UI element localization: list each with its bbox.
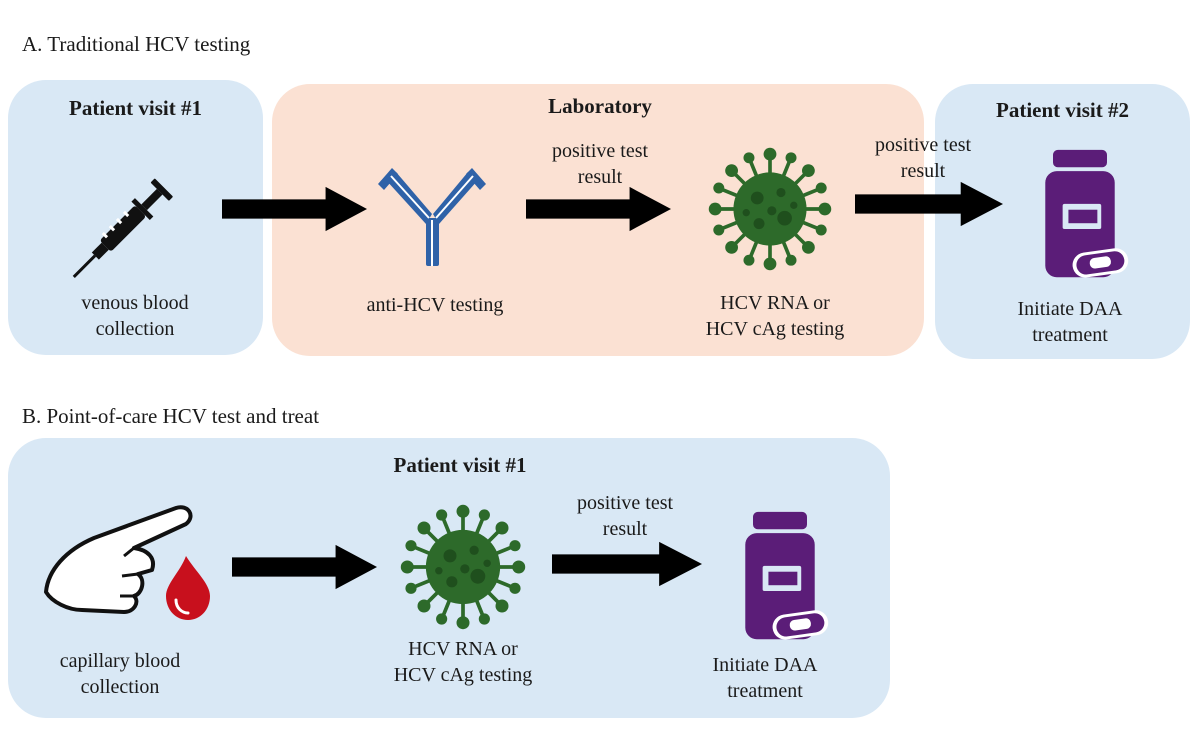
panel-laboratory [272,84,924,356]
capillary-blood-line-1: capillary blood [59,650,181,672]
rna-test-label-b-line-2: HCV cAg testing [393,664,533,686]
pill-bottle-icon [1045,149,1130,280]
poc-visit-title: Patient visit #1 [393,453,527,477]
venous-blood-line-1: venous blood [81,292,189,314]
rna-test-label-a-line-1: HCV RNA or [720,292,830,314]
virus-icon [706,145,834,273]
antibody-icon [378,168,486,266]
section-b-title: B. Point-of-care HCV test and treat [22,404,320,428]
lab-arrow-label-line-2: result [577,166,623,188]
capillary-blood-line-2: collection [80,676,160,698]
lab-arrow-label: positive test result [515,138,685,190]
arrow-rna-to-treatment-b [552,541,702,587]
arrow-rna-to-treatment [855,181,1003,227]
venous-blood-label: venous blood collection [30,290,240,342]
initiate-daa-label-b-line-2: treatment [727,680,803,702]
section-a-title: A. Traditional HCV testing [22,32,251,56]
pill-bottle-icon-b [745,511,830,642]
syringe-icon [72,178,173,278]
initiate-daa-label-a-line-1: Initiate DAA [1017,298,1123,320]
anti-hcv-label: anti-HCV testing [366,294,504,316]
initiate-daa-label-b-line-1: Initiate DAA [712,654,818,676]
arrow-capillary-to-rna [232,544,377,590]
arrow-antibody-to-rna [526,186,671,232]
initiate-daa-label-b: Initiate DAA treatment [670,652,860,704]
laboratory-title: Laboratory [548,94,652,118]
rna-test-label-b: HCV RNA or HCV cAg testing [358,636,568,688]
venous-blood-line-2: collection [95,318,175,340]
poc-arrow-label: positive test result [540,490,710,542]
arrow-collection-to-antibody [222,186,367,232]
initiate-daa-label-a: Initiate DAA treatment [975,296,1165,348]
visit2-title: Patient visit #2 [996,98,1129,122]
virus-icon-b [398,502,528,632]
capillary-blood-label: capillary blood collection [20,648,220,700]
poc-arrow-label-line-2: result [602,518,648,540]
rna-test-label-a-line-2: HCV cAg testing [705,318,845,340]
visit2-arrow-label-line-2: result [900,160,946,182]
initiate-daa-label-a-line-2: treatment [1032,324,1108,346]
visit2-arrow-label-line-1: positive test [874,134,972,156]
rna-test-label-a: HCV RNA or HCV cAg testing [670,290,880,342]
finger-prick-icon [44,505,210,620]
lab-arrow-label-line-1: positive test [551,140,649,162]
poc-arrow-label-line-1: positive test [576,492,674,514]
visit1-title: Patient visit #1 [69,96,202,120]
visit2-arrow-label: positive test result [838,132,1008,184]
rna-test-label-b-line-1: HCV RNA or [408,638,518,660]
